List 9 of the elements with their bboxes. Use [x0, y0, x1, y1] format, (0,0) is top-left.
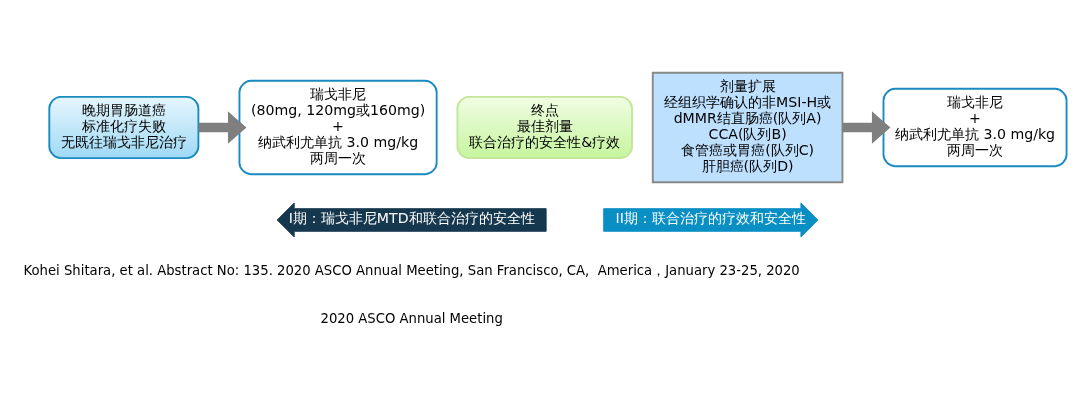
node-box: 晚期胃肠道癌 标准化疗失败 无既往瑞戈非尼治疗: [48, 95, 200, 160]
label: 2020 ASCO Annual Meeting: [320, 311, 503, 327]
arrow: [842, 111, 891, 144]
arrow: [198, 111, 247, 144]
node-box: 瑞戈非尼 (80mg, 120mg或160mg) + 纳武利尤单抗 3.0 mg/kg 两周一次: [238, 79, 438, 176]
node-box: 终点 最佳剂量 联合治疗的安全性&疗效: [456, 95, 633, 160]
node-box: 剂量扩展 经组织学确认的非MSI-H或dMMR结直肠癌(队列A) CCA(队列B) 食管癌或胃癌(队列C) 肝胆癌(队列D): [651, 71, 844, 184]
label: Kohei Shitara, et al. Abstract No: 135. 2020 ASCO Annual Meeting, San Francisco, CA, America，January 23-25, 2020: [23, 262, 800, 278]
node-box: 瑞戈非尼 + 纳武利尤单抗 3.0 mg/kg 两周一次: [882, 87, 1068, 168]
